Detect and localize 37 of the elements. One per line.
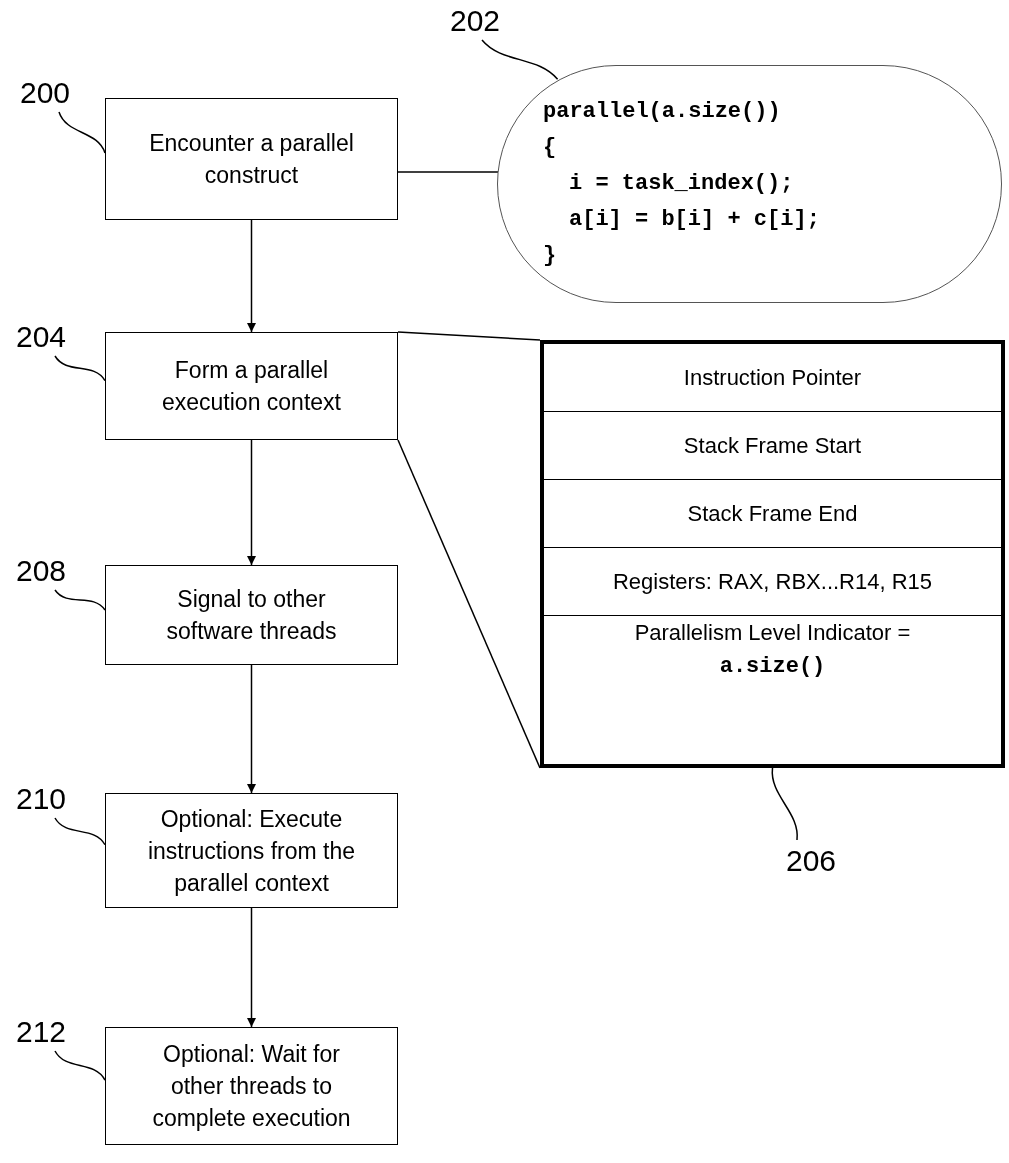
reference-numeral: 212 xyxy=(6,1011,76,1051)
leader-line xyxy=(481,39,559,81)
process-box: Optional: Wait for other threads to complete execution xyxy=(105,1027,398,1145)
arrow xyxy=(247,439,256,566)
code-line: { xyxy=(543,134,558,162)
row-text: Stack Frame Start xyxy=(683,431,862,460)
reference-numeral: 204 xyxy=(6,316,76,356)
row-text: Parallelism Level Indicator = xyxy=(634,619,911,647)
leader-line xyxy=(54,817,106,846)
row-text: Registers: RAX, RBX...R14, R15 xyxy=(612,567,933,596)
process-box: Form a parallel execution context xyxy=(105,332,398,440)
code-line: parallel(a.size()) xyxy=(543,98,782,126)
reference-numeral: 208 xyxy=(6,550,76,590)
row-text: a.size() xyxy=(719,653,826,681)
context-table xyxy=(540,340,1005,768)
arrow xyxy=(247,664,256,794)
reference-numeral: 200 xyxy=(10,72,80,112)
process-box: Optional: Execute instructions from the parallel context xyxy=(105,793,398,908)
arrow xyxy=(247,219,256,333)
leader-line xyxy=(54,589,106,611)
leader-line xyxy=(54,355,106,382)
code-line: i = task_index(); xyxy=(568,170,795,198)
row-text: Instruction Pointer xyxy=(683,363,862,392)
reference-numeral: 202 xyxy=(440,0,510,40)
row-text: Stack Frame End xyxy=(687,499,858,528)
connector-line xyxy=(397,331,541,341)
leader-line xyxy=(54,1050,106,1081)
connector-line xyxy=(397,439,541,769)
code-line: a[i] = b[i] + c[i]; xyxy=(568,206,821,234)
arrow xyxy=(247,907,256,1028)
leader-line xyxy=(58,111,106,154)
code-line: } xyxy=(543,242,558,270)
leader-line xyxy=(771,767,798,841)
process-box: Encounter a parallel construct xyxy=(105,98,398,220)
process-box: Signal to other software threads xyxy=(105,565,398,665)
reference-numeral: 210 xyxy=(6,778,76,818)
reference-numeral: 206 xyxy=(776,840,846,880)
